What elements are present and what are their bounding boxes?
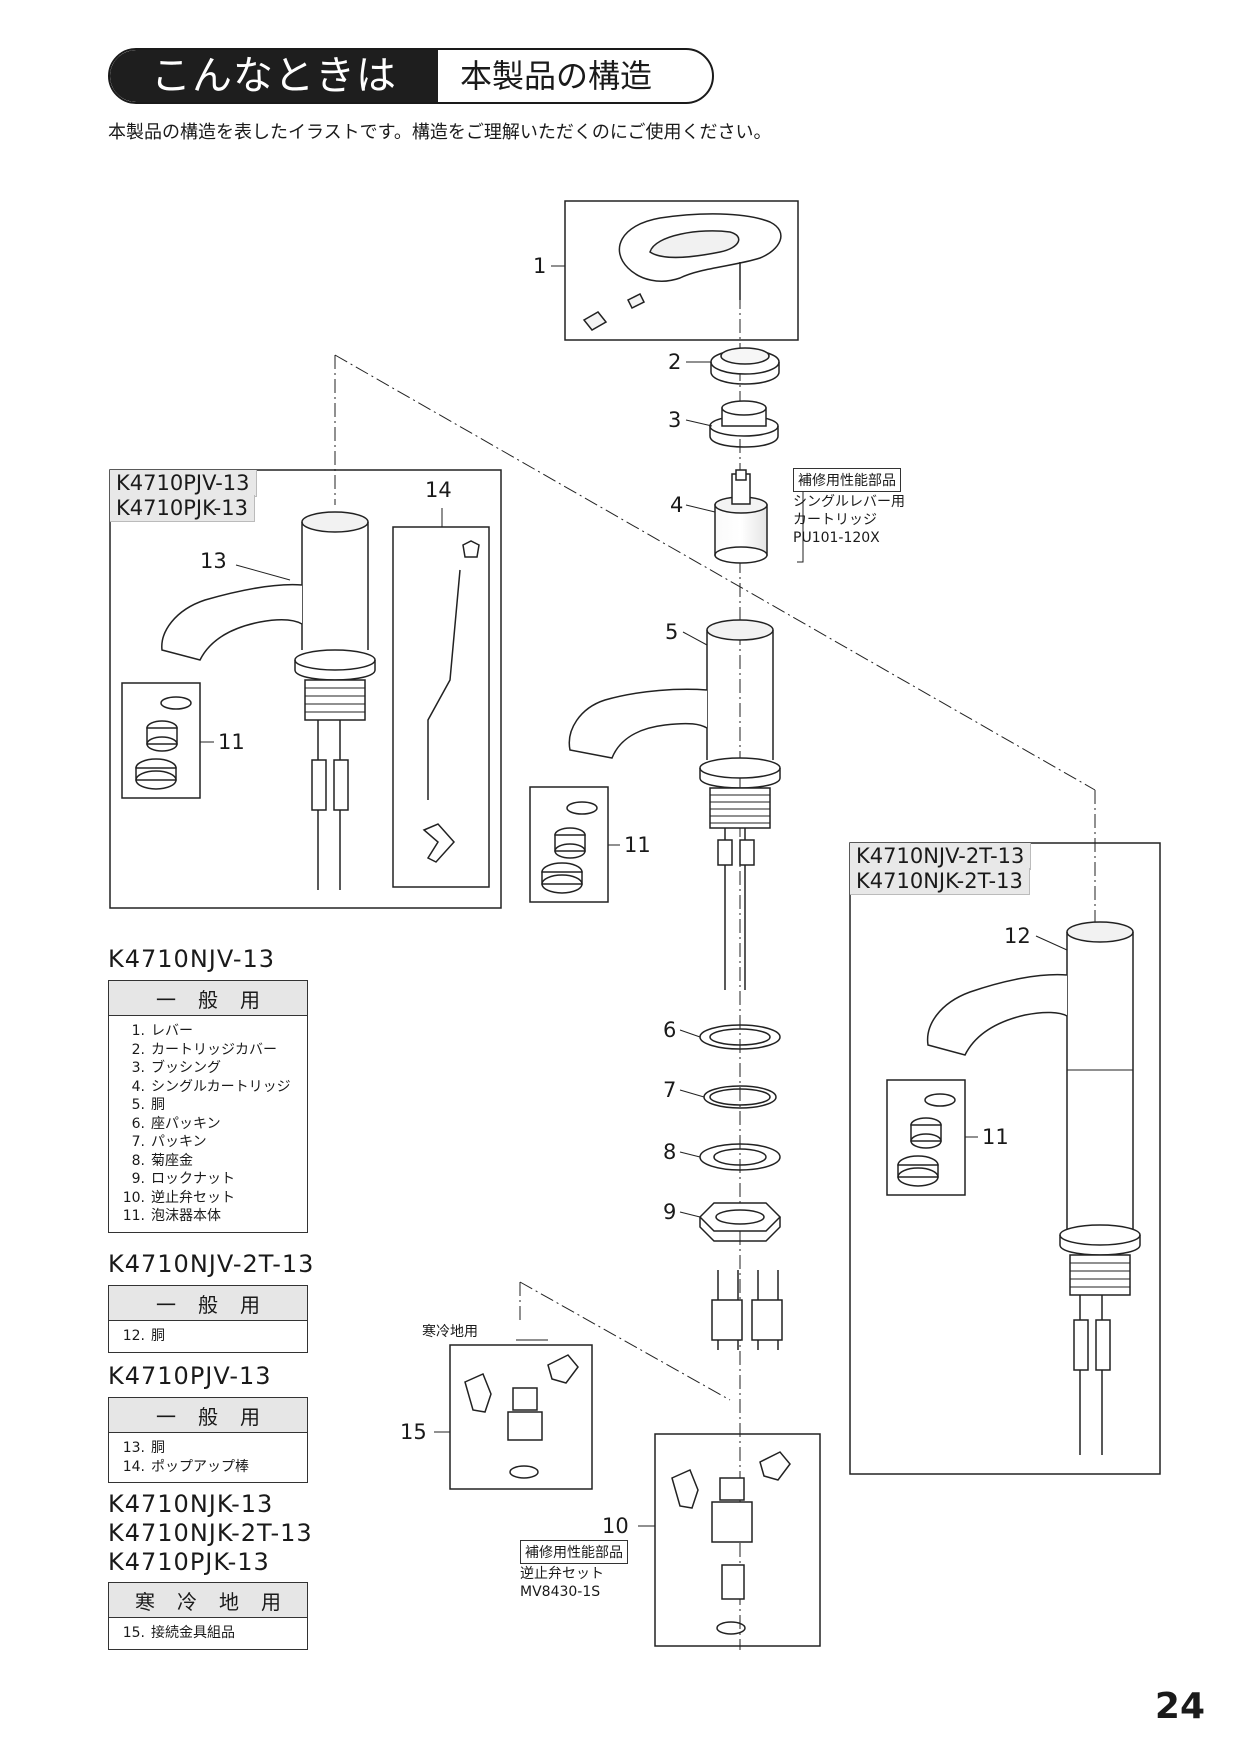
left-body bbox=[161, 511, 376, 890]
cartridge-note-3: PU101-120X bbox=[793, 530, 880, 546]
table2-heading: 一般用 bbox=[109, 1286, 307, 1321]
table-row: 13.胴 bbox=[122, 1440, 165, 1456]
cartridge-cover bbox=[710, 347, 780, 385]
connection-fitting bbox=[464, 1354, 579, 1479]
cartridge bbox=[714, 469, 768, 564]
cold-climate-box bbox=[449, 1344, 593, 1490]
header-divider bbox=[442, 56, 445, 98]
table-row: 11.泡沫器本体 bbox=[122, 1208, 221, 1224]
table-row: 5.胴 bbox=[131, 1097, 165, 1113]
right-body bbox=[926, 921, 1141, 1455]
table-row: 12.胴 bbox=[122, 1328, 165, 1344]
lever-box bbox=[564, 200, 799, 341]
seat-packing bbox=[699, 1024, 781, 1050]
callout-13: 13 bbox=[200, 549, 227, 573]
table1-model: K4710NJV-13 bbox=[108, 945, 276, 973]
section-header: こんなときは 本製品の構造 bbox=[108, 48, 714, 104]
check-valve-set bbox=[671, 1451, 791, 1635]
left-box-model-1: K4710PJV-13 bbox=[110, 470, 257, 497]
table3-heading: 一般用 bbox=[109, 1398, 307, 1433]
table3-model: K4710PJV-13 bbox=[108, 1362, 272, 1390]
table2-model: K4710NJV-2T-13 bbox=[108, 1250, 315, 1278]
valve-note-1: 逆止弁セット bbox=[520, 1566, 604, 1582]
table1: 一般用 1.レバー 2.カートリッジカバー 3.ブッシング 4.シングルカートリ… bbox=[108, 980, 308, 1233]
header-title: 本製品の構造 bbox=[460, 57, 653, 95]
table-row: 3.ブッシング bbox=[131, 1060, 221, 1076]
aerator-center bbox=[541, 801, 598, 894]
check-valve-box bbox=[654, 1433, 821, 1647]
table4-model-1: K4710NJK-13 bbox=[108, 1490, 274, 1518]
callout-15: 15 bbox=[400, 1420, 427, 1444]
left-variant-box bbox=[109, 469, 502, 909]
left-box-model-2: K4710PJK-13 bbox=[110, 495, 255, 522]
table-row: 10.逆止弁セット bbox=[122, 1189, 235, 1206]
intro-text: 本製品の構造を表したイラストです。構造をご理解いただくのにご使用ください。 bbox=[108, 122, 772, 143]
callout-8: 8 bbox=[663, 1140, 677, 1164]
table-row: 4.シングルカートリッジ bbox=[131, 1078, 291, 1095]
valve-note-2: MV8430-1S bbox=[520, 1584, 601, 1600]
table1-heading: 一般用 bbox=[109, 981, 307, 1016]
cartridge-repair-tag: 補修用性能部品 bbox=[793, 468, 901, 492]
supply-hoses bbox=[711, 1270, 783, 1350]
callout-leaders bbox=[200, 265, 1068, 1527]
table4-models: K4710NJK-13 K4710NJK-2T-13 K4710PJK-13 bbox=[108, 1490, 313, 1577]
table-row: 2.カートリッジカバー bbox=[131, 1041, 277, 1058]
table-row: 14.ポップアップ棒 bbox=[122, 1458, 249, 1475]
table-row: 9.ロックナット bbox=[131, 1171, 235, 1187]
callout-14: 14 bbox=[425, 478, 452, 502]
table4-model-2: K4710NJK-2T-13 bbox=[108, 1519, 313, 1547]
table2: 一般用 12.胴 bbox=[108, 1285, 308, 1353]
lock-nut bbox=[698, 1202, 782, 1242]
table-row: 15.接続金具組品 bbox=[122, 1625, 235, 1641]
callout-11-center: 11 bbox=[624, 833, 651, 857]
lever-illustration bbox=[582, 213, 782, 331]
right-box-model-1: K4710NJV-2T-13 bbox=[850, 843, 1032, 870]
header-badge: こんなときは bbox=[110, 50, 438, 102]
table4-model-3: K4710PJK-13 bbox=[108, 1548, 270, 1576]
page-number: 24 bbox=[1154, 1686, 1205, 1727]
callout-11-right: 11 bbox=[982, 1125, 1009, 1149]
callout-4: 4 bbox=[670, 493, 684, 517]
bushing bbox=[709, 400, 779, 448]
popup-rod-box bbox=[392, 526, 490, 888]
table4: 寒冷地用 15.接続金具組品 bbox=[108, 1582, 308, 1650]
table-row: 6.座パッキン bbox=[131, 1115, 221, 1132]
popup-rod bbox=[422, 540, 480, 863]
callout-2: 2 bbox=[668, 350, 682, 374]
callout-10: 10 bbox=[602, 1514, 629, 1538]
aerator-left bbox=[135, 696, 192, 790]
callout-11-left: 11 bbox=[218, 730, 245, 754]
table-row: 7.パッキン bbox=[131, 1134, 207, 1150]
main-body bbox=[568, 619, 781, 990]
callout-1: 1 bbox=[533, 254, 547, 278]
valve-repair-tag: 補修用性能部品 bbox=[520, 1540, 628, 1564]
table-row: 1.レバー bbox=[131, 1023, 193, 1039]
callout-9: 9 bbox=[663, 1200, 677, 1224]
callout-6: 6 bbox=[663, 1018, 677, 1042]
table-row: 8.菊座金 bbox=[131, 1152, 193, 1169]
callout-7: 7 bbox=[663, 1078, 677, 1102]
callout-3: 3 bbox=[668, 408, 682, 432]
cartridge-note-1: シングルレバー用 bbox=[793, 494, 905, 510]
cold-climate-label: 寒冷地用 bbox=[422, 1324, 478, 1340]
cartridge-note-2: カートリッジ bbox=[793, 512, 877, 528]
aerator-right bbox=[897, 1093, 956, 1187]
table3: 一般用 13.胴 14.ポップアップ棒 bbox=[108, 1397, 308, 1483]
table4-heading: 寒冷地用 bbox=[109, 1583, 307, 1618]
aerator-box-left bbox=[121, 682, 201, 799]
right-box-model-2: K4710NJK-2T-13 bbox=[850, 868, 1030, 895]
callout-12: 12 bbox=[1004, 924, 1031, 948]
callout-5: 5 bbox=[665, 620, 679, 644]
